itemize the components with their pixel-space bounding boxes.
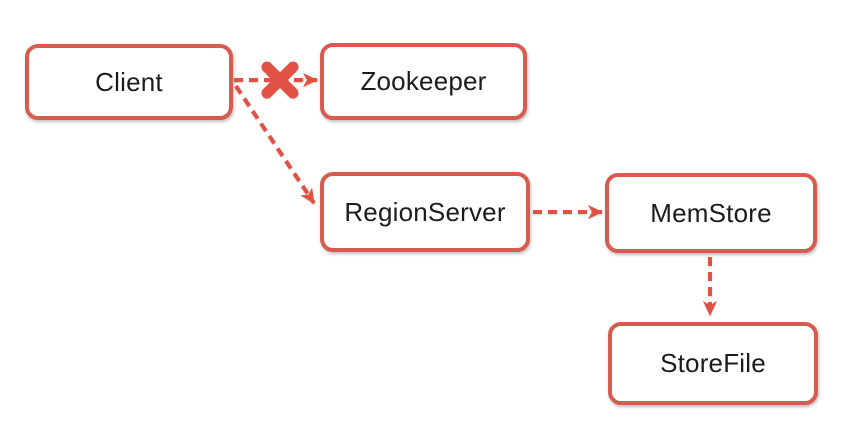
- edge-client-regionserver: [234, 84, 316, 205]
- node-regionserver: RegionServer: [320, 172, 530, 252]
- node-zookeeper-label: Zookeeper: [360, 66, 487, 96]
- node-client-label: Client: [95, 66, 163, 97]
- node-storefile: StoreFile: [608, 322, 818, 405]
- node-memstore: MemStore: [605, 173, 817, 253]
- node-storefile-label: StoreFile: [660, 348, 766, 378]
- node-memstore-label: MemStore: [650, 197, 772, 228]
- node-client: Client: [25, 44, 233, 120]
- node-regionserver-label: RegionServer: [344, 196, 506, 227]
- blocked-x-icon: [261, 61, 299, 99]
- node-zookeeper: Zookeeper: [320, 43, 527, 120]
